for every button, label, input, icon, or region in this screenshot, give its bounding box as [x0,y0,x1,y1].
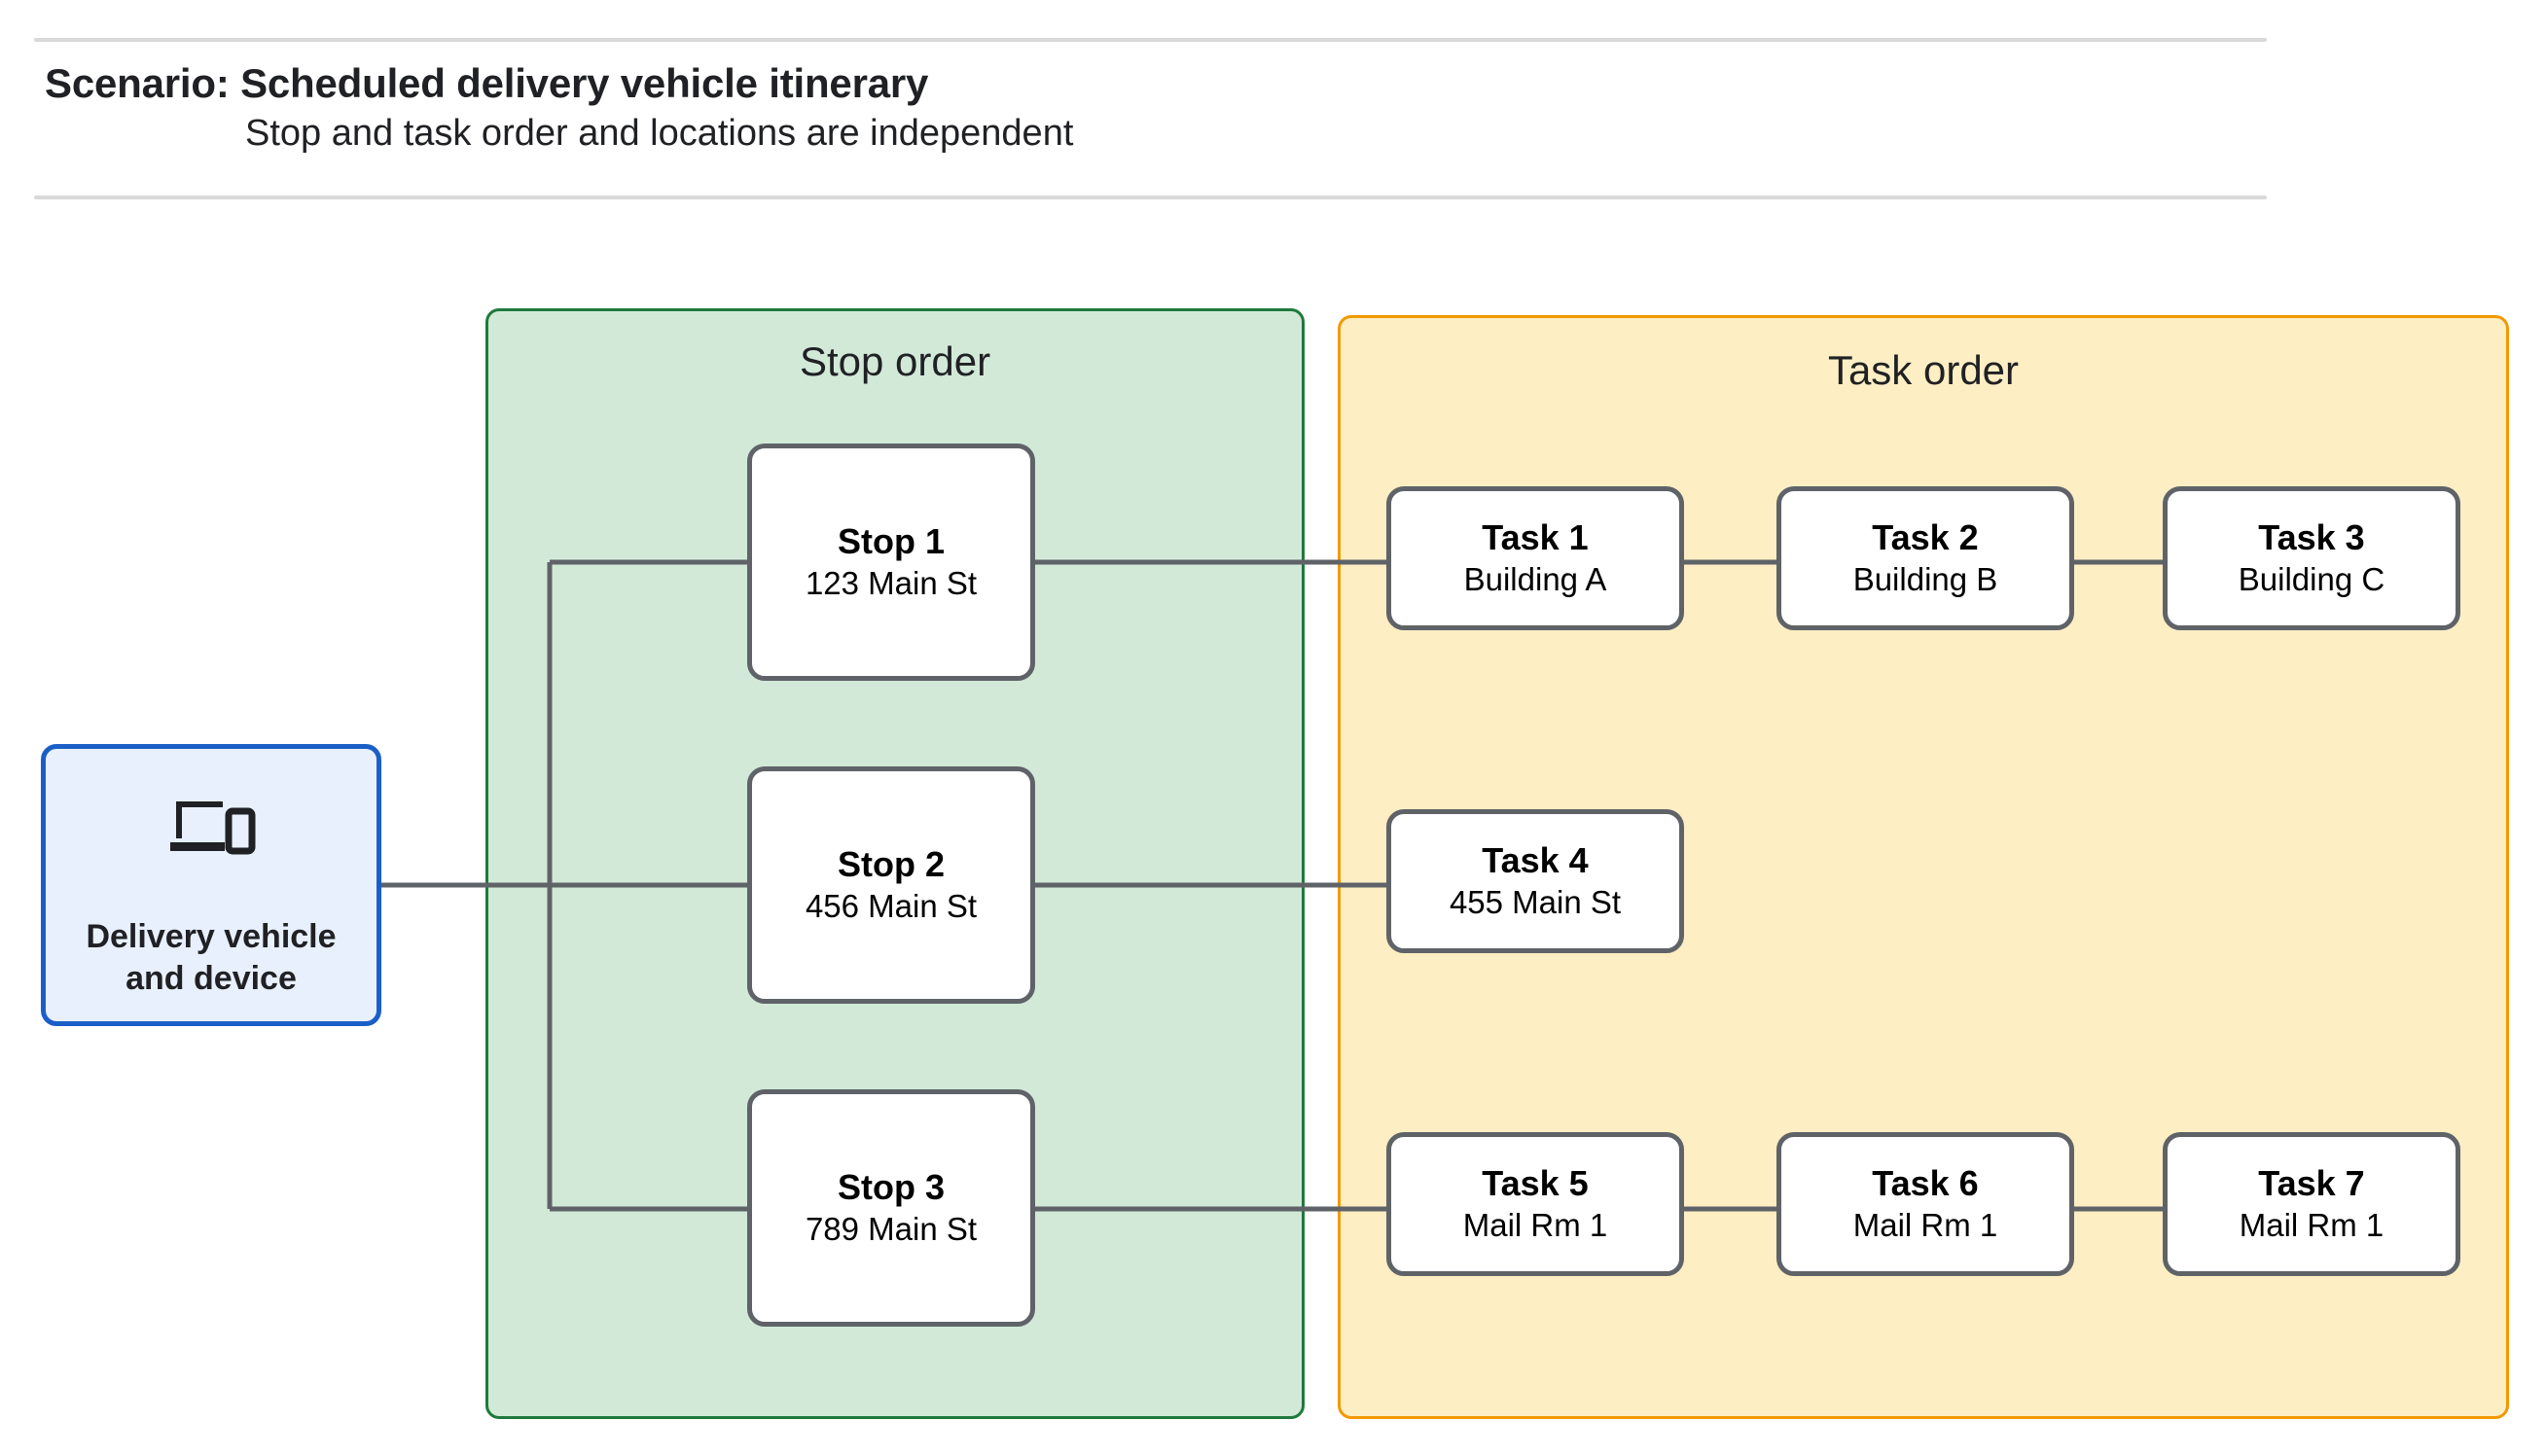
task-node-6[interactable]: Task 6 Mail Rm 1 [1776,1132,2074,1276]
stop-node-2[interactable]: Stop 2 456 Main St [747,766,1035,1004]
stop-node-address: 456 Main St [805,887,978,924]
task-node-4[interactable]: Task 4 455 Main St [1386,809,1684,953]
task-node-location: Mail Rm 1 [1462,1206,1608,1243]
task-node-location: Building B [1852,560,1998,597]
stop-node-title: Stop 2 [837,844,945,885]
task-node-title: Task 4 [1482,840,1589,881]
stop-node-address: 123 Main St [805,564,978,601]
task-node-2[interactable]: Task 2 Building B [1776,486,2074,630]
stop-node-address: 789 Main St [805,1210,978,1247]
task-node-1[interactable]: Task 1 Building A [1386,486,1684,630]
devices-icon [170,801,256,855]
task-order-panel-title: Task order [1827,347,2020,393]
stop-node-title: Stop 3 [837,1167,945,1208]
task-node-location: Building C [2238,560,2385,597]
page-title: Scenario: Scheduled delivery vehicle iti… [45,60,929,106]
stop-node-1[interactable]: Stop 1 123 Main St [747,444,1035,681]
task-node-location: Mail Rm 1 [1852,1206,1998,1243]
task-node-title: Task 6 [1872,1163,1979,1204]
task-node-location: Building A [1463,560,1607,597]
task-node-title: Task 3 [2258,517,2365,558]
header-divider-top [34,38,2267,42]
task-node-location: Mail Rm 1 [2239,1206,2385,1243]
task-node-5[interactable]: Task 5 Mail Rm 1 [1386,1132,1684,1276]
page-subtitle: Stop and task order and locations are in… [245,113,1074,154]
stop-order-panel-title: Stop order [799,338,991,384]
delivery-vehicle-node[interactable]: Delivery vehicle and device [41,744,381,1026]
task-node-3[interactable]: Task 3 Building C [2163,486,2460,630]
task-node-title: Task 7 [2258,1163,2365,1204]
header-divider-bottom [34,195,2267,199]
stop-node-title: Stop 1 [837,521,945,562]
task-node-title: Task 2 [1872,517,1979,558]
task-node-location: 455 Main St [1449,883,1622,920]
task-node-title: Task 1 [1482,517,1589,558]
stop-node-3[interactable]: Stop 3 789 Main St [747,1089,1035,1327]
task-node-title: Task 5 [1482,1163,1589,1204]
delivery-vehicle-label: Delivery vehicle and device [86,918,337,997]
task-node-7[interactable]: Task 7 Mail Rm 1 [2163,1132,2460,1276]
